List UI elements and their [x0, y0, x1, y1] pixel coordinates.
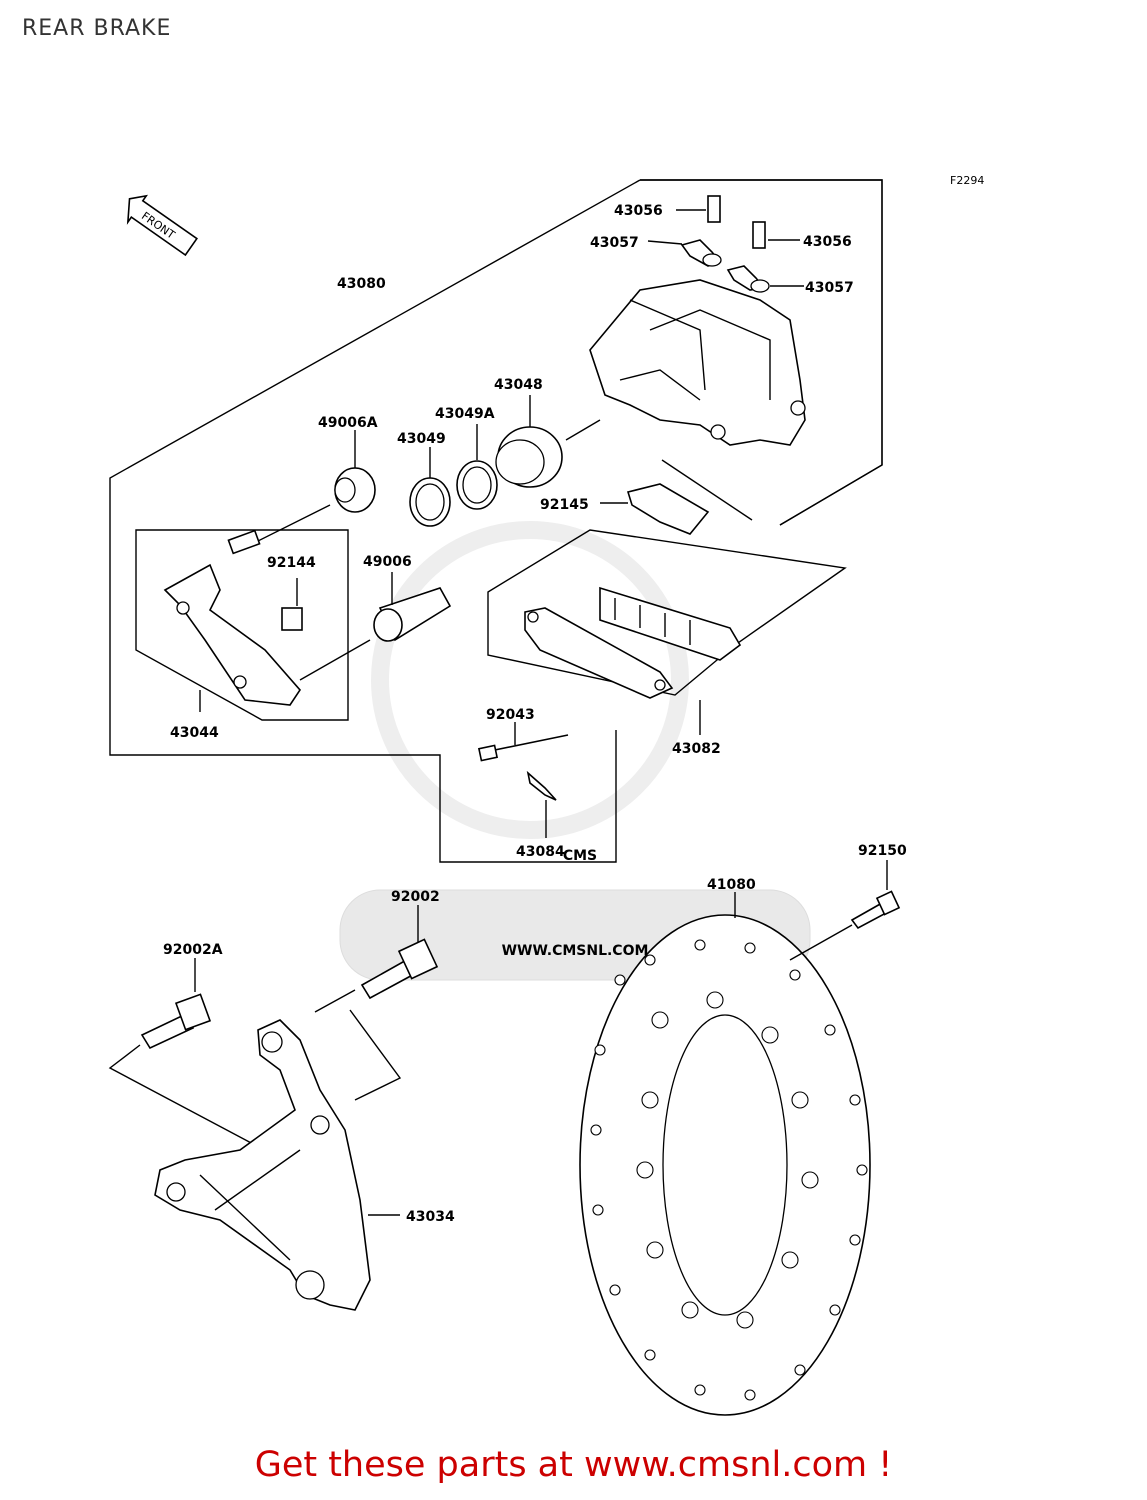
caliper-body — [589, 279, 806, 446]
brake-pad-front — [524, 607, 674, 699]
part-label-92002A: 92002A — [163, 942, 223, 958]
part-label-49006: 49006 — [363, 554, 412, 570]
boot-a — [249, 430, 376, 546]
pad-spring — [600, 483, 710, 535]
part-label-92145: 92145 — [540, 497, 589, 513]
footer-shop-link[interactable]: Get these parts at www.cmsnl.com ! — [254, 1445, 893, 1485]
pad-pin — [477, 722, 569, 762]
bleeder-valve-a — [676, 195, 721, 223]
piston-seal — [409, 447, 451, 527]
bleeder-cap-a — [647, 239, 722, 267]
parts-diagram: WWW.CMSNL.COM CMS F2294 FRONT — [108, 174, 984, 1416]
watermark-brand: CMS — [563, 848, 597, 864]
part-label-43044: 43044 — [170, 725, 219, 741]
bracket-bolt — [314, 905, 439, 1101]
part-label-43082: 43082 — [672, 741, 721, 757]
dust-seal — [456, 424, 498, 510]
disc-bolt — [789, 860, 901, 961]
part-label-41080: 41080 — [707, 877, 756, 893]
part-label-92150: 92150 — [858, 843, 907, 859]
part-label-92144: 92144 — [267, 555, 316, 571]
part-label-43034: 43034 — [406, 1209, 455, 1225]
piston — [495, 395, 601, 488]
caliper-bracket — [163, 529, 302, 712]
watermark-url: WWW.CMSNL.COM — [502, 943, 649, 959]
brake-disc — [579, 892, 871, 1416]
part-label-43080: 43080 — [337, 276, 386, 292]
part-label-43057-b: 43057 — [805, 280, 854, 296]
brake-pad-rear — [599, 586, 742, 661]
part-label-43048: 43048 — [494, 377, 543, 393]
part-label-43084: 43084 — [516, 844, 565, 860]
part-label-49006A: 49006A — [318, 415, 378, 431]
figure-code: F2294 — [950, 174, 984, 187]
part-label-43049: 43049 — [397, 431, 446, 447]
bleeder-valve-b — [752, 221, 800, 249]
page-title: REAR BRAKE — [22, 16, 172, 41]
torque-bracket — [154, 1019, 400, 1311]
part-label-92002: 92002 — [391, 889, 440, 905]
part-label-92043: 92043 — [486, 707, 535, 723]
bracket-bolt-a — [108, 958, 256, 1146]
part-label-43056-a: 43056 — [614, 203, 663, 219]
bleeder-cap-b — [726, 265, 804, 293]
pin-clip — [526, 770, 557, 838]
part-label-43057-a: 43057 — [590, 235, 639, 251]
part-label-43049A: 43049A — [435, 406, 495, 422]
part-label-43056-b: 43056 — [803, 234, 852, 250]
pad-clip — [281, 578, 303, 631]
front-arrow-icon: FRONT — [126, 194, 198, 257]
boot-b — [299, 572, 452, 681]
